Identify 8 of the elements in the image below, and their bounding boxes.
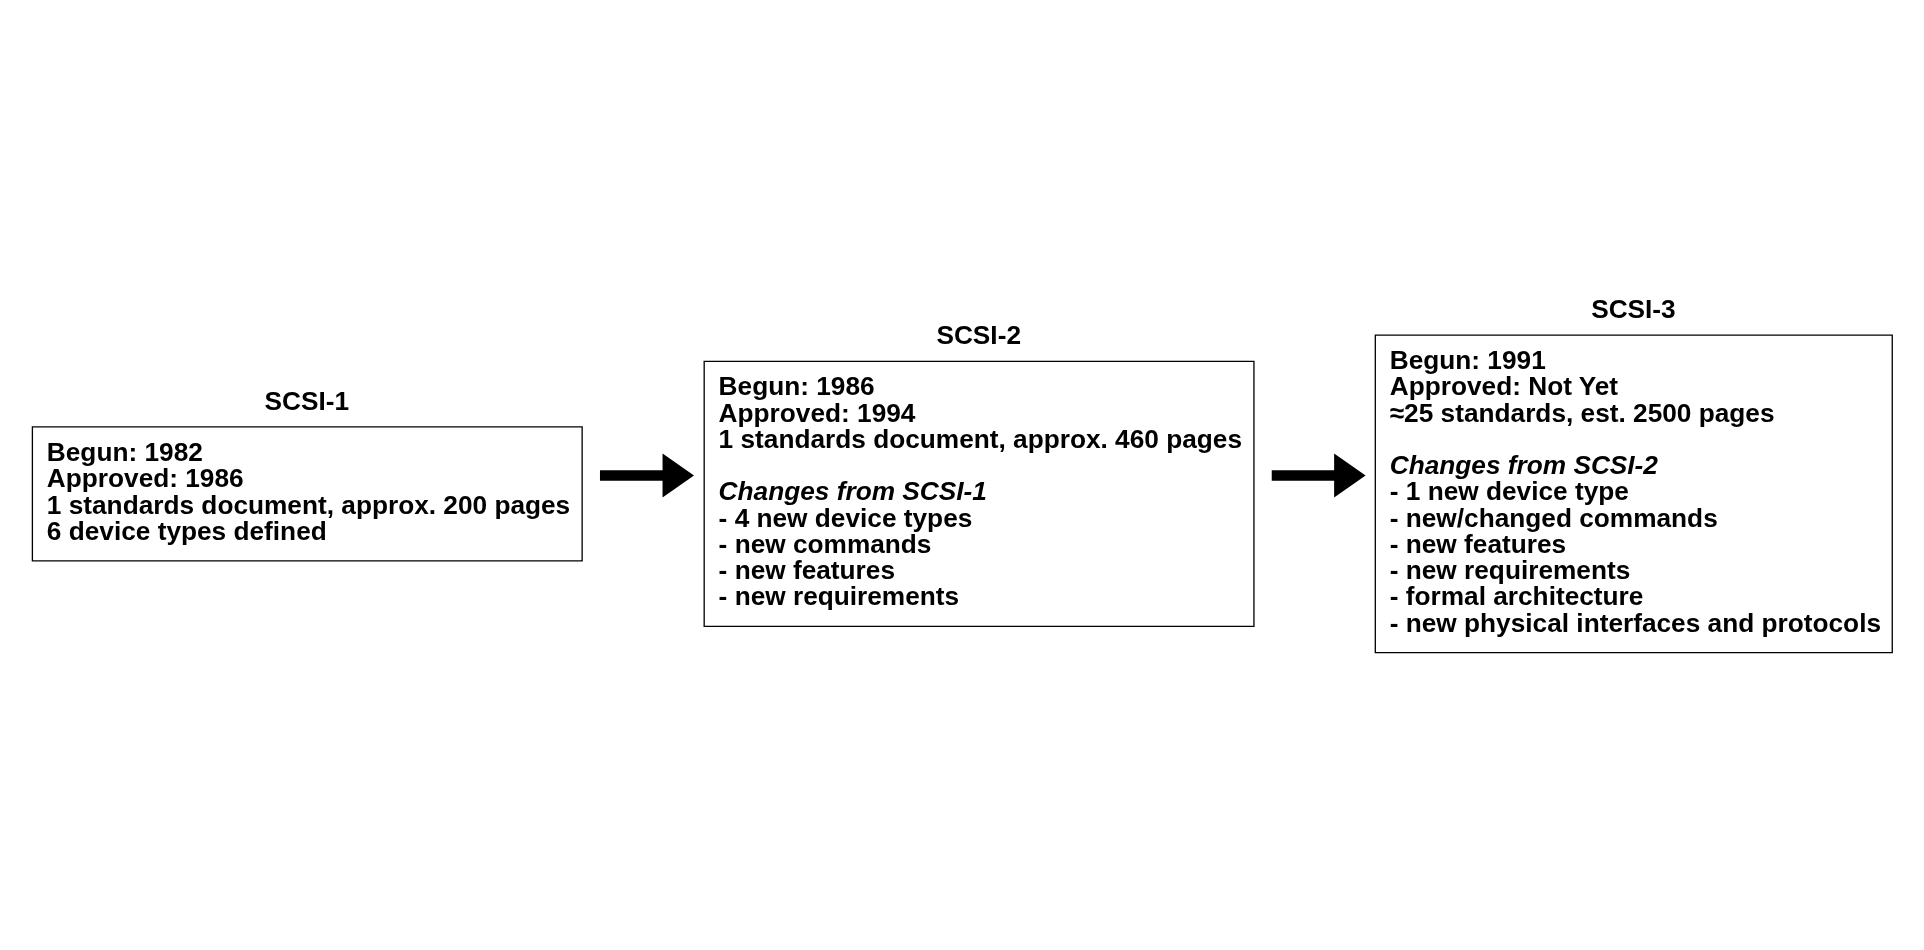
node-label: SCSI-2	[936, 319, 1021, 350]
node-box: Begun: 1991 Approved: Not Yet ≈25 standards, est. 2500 pages Changes from SCSI-2 - 1 new device type - new/changed commands - new features - new requirements - formal architecture - new physical interfaces and protocols	[1374, 333, 1893, 653]
node-label: SCSI-1	[264, 385, 350, 416]
node-box: Begun: 1986 Approved: 1994 1 standards document, approx. 460 pages Changes from SCSI-1 - 4 new device types - new commands - new features - new requirements	[703, 360, 1255, 627]
arrow	[1271, 452, 1366, 498]
node-label: SCSI-3	[1591, 293, 1676, 324]
node-box: Begun: 1982 Approved: 1986 1 standards document, approx. 200 pages 6 device types defined	[31, 425, 583, 561]
arrow	[599, 452, 694, 498]
